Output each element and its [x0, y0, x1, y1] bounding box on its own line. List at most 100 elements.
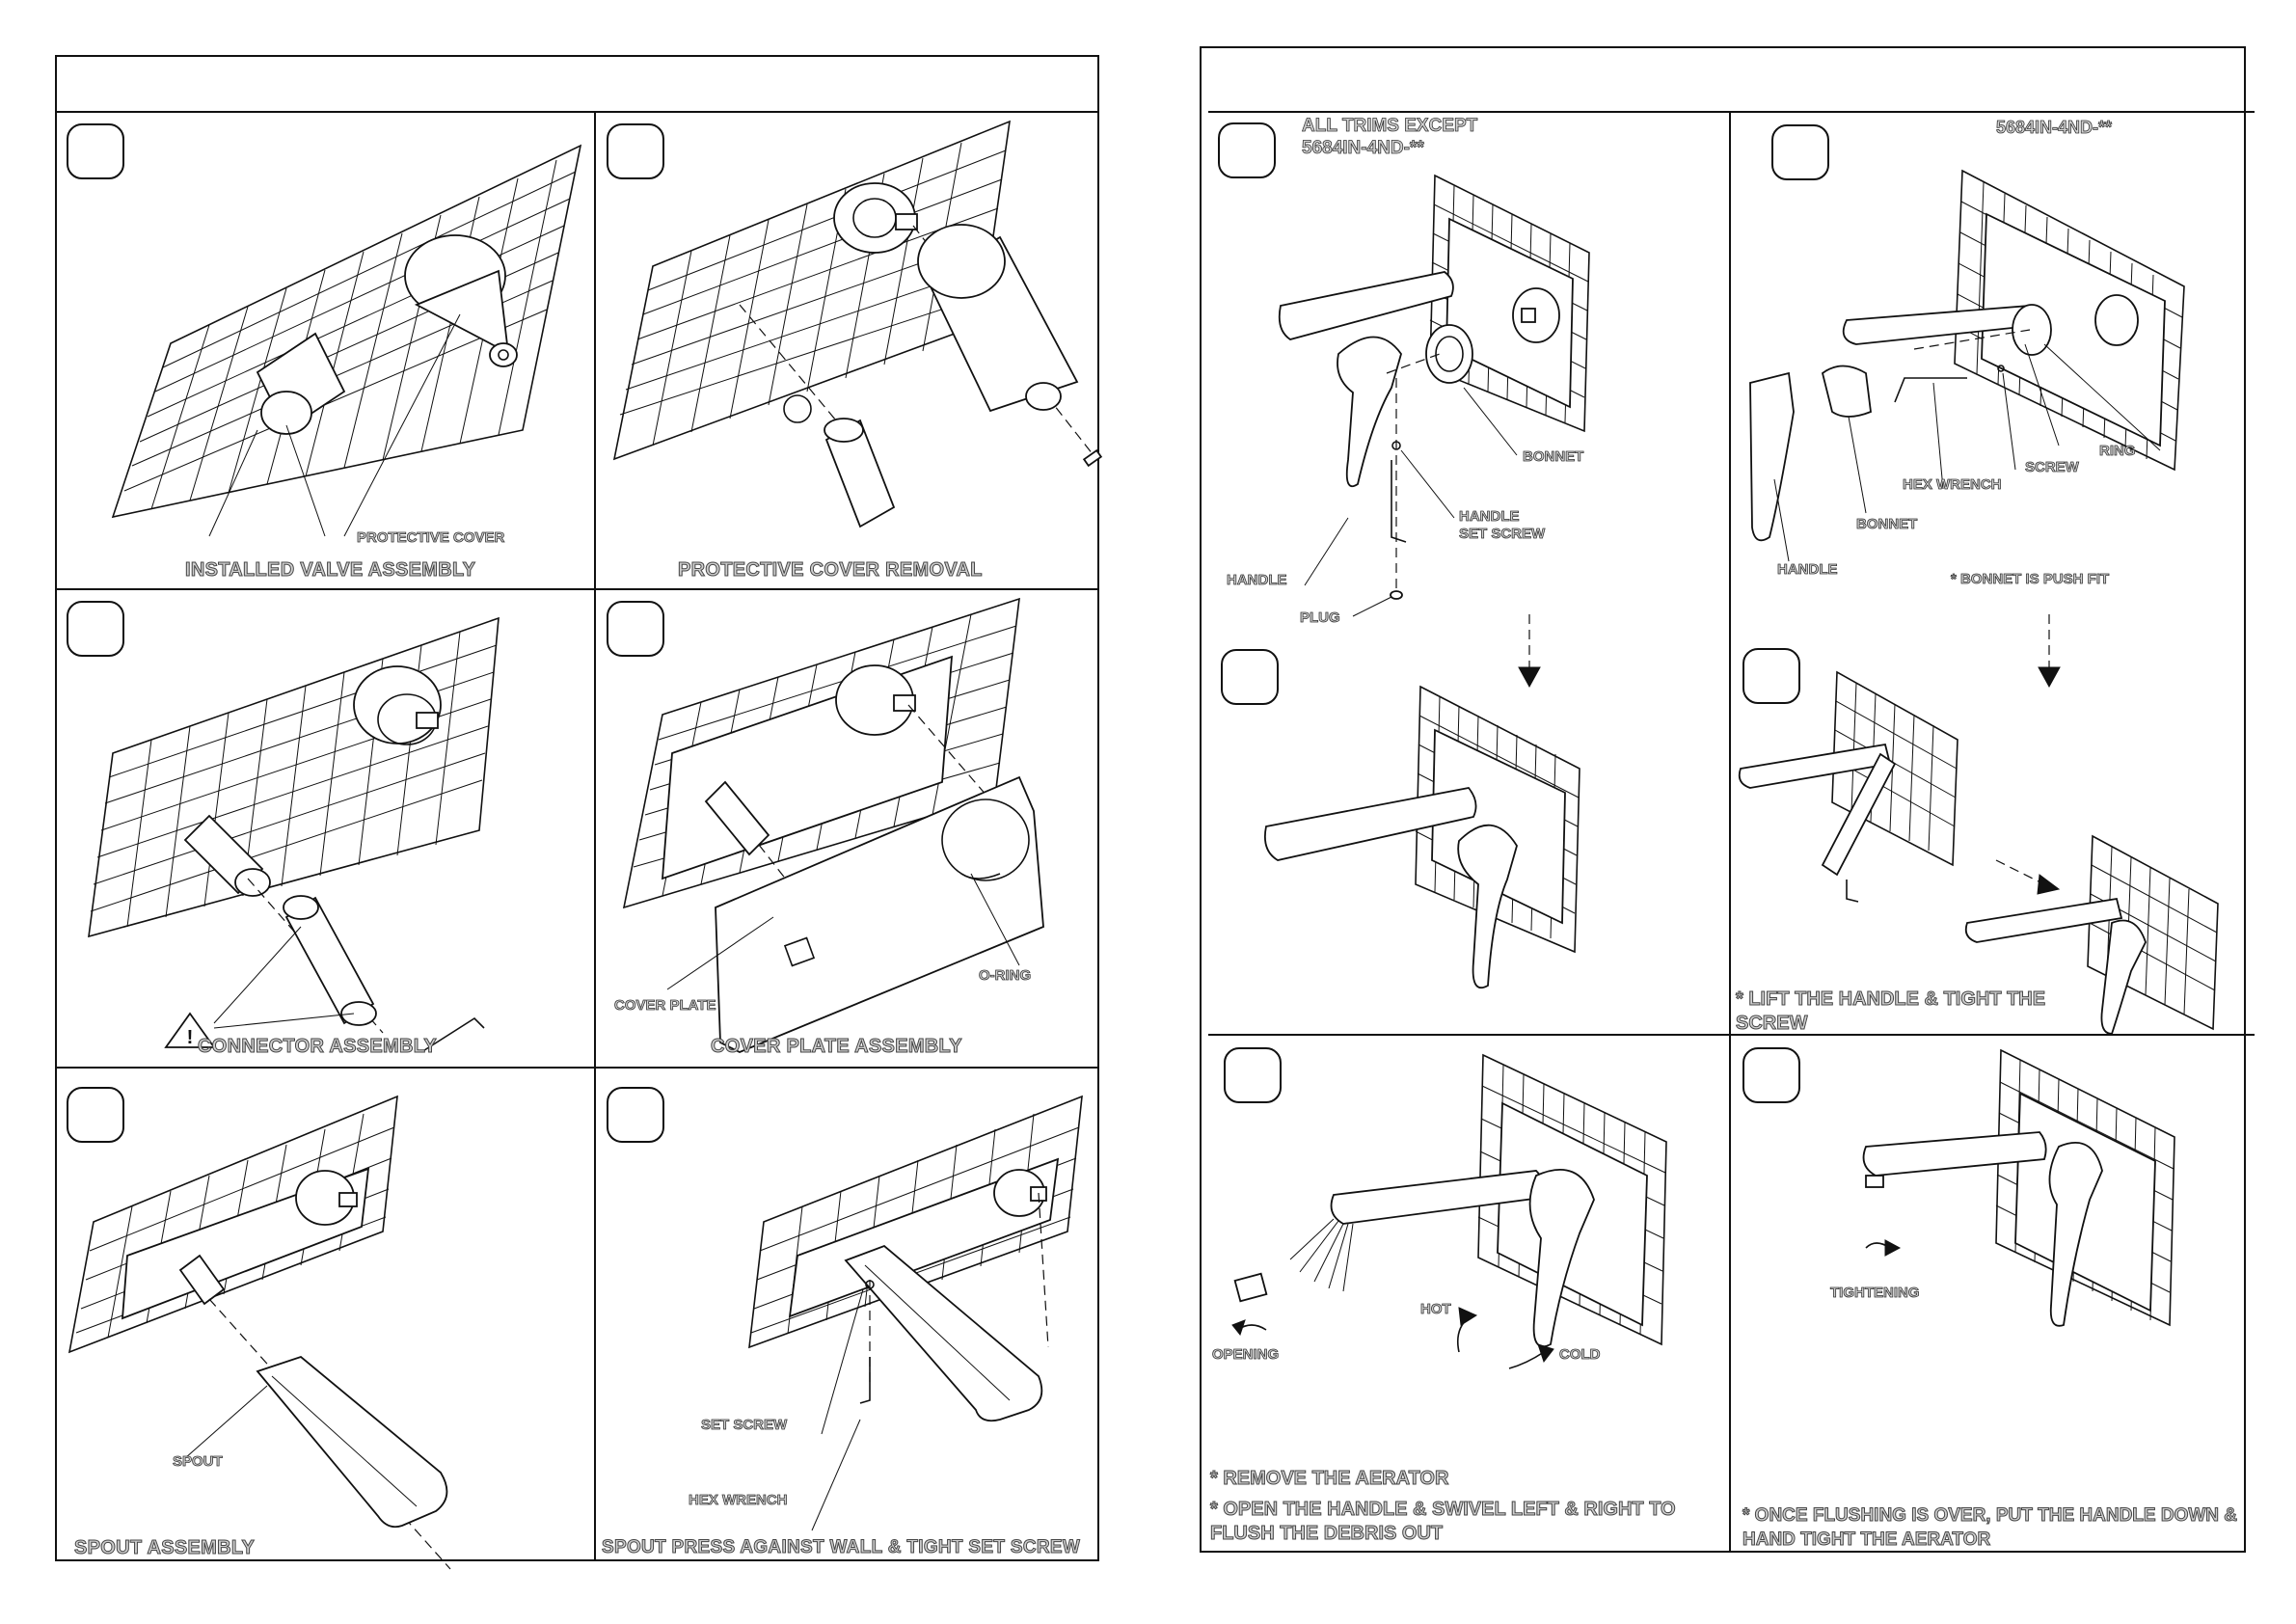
callout-handle-set-screw-line2: SET SCREW	[1459, 526, 1546, 543]
heading-all-trims-except: ALL TRIMS EXCEPT	[1302, 116, 1478, 137]
valve-body	[295, 1170, 358, 1226]
spout-upper	[1842, 305, 2041, 345]
hex-wrench-lower	[1846, 880, 1859, 903]
cover-plate-upper	[1981, 212, 2166, 447]
note-remove-aerator: * REMOVE THE AERATOR	[1209, 1468, 1449, 1490]
spout-assembly-illustration	[68, 1095, 451, 1570]
heading-model-code: 5684IN-4ND-**	[1302, 138, 1425, 159]
aerator	[1233, 1272, 1268, 1303]
valve-body	[353, 665, 442, 745]
handle-install-illustration	[1263, 174, 1590, 989]
callout-opening: OPENING	[1212, 1346, 1280, 1364]
spout	[256, 1355, 448, 1529]
step-number-box-upper	[1771, 124, 1829, 180]
tile-wall	[88, 616, 500, 938]
installed-valve-illustration	[111, 144, 582, 537]
panel-installed-valve: PROTECTIVE COVER INSTALLED VALVE ASSEMBL…	[55, 112, 595, 588]
faucet-lifted	[1738, 743, 1897, 877]
callout-hex-wrench: HEX WRENCH	[689, 1492, 788, 1509]
left-sheet-header-band	[55, 55, 1099, 113]
handle-upper	[1337, 336, 1402, 488]
right-grid-hline-top	[1208, 111, 2255, 113]
panel-spout-press-and-tighten: SET SCREW HEX WRENCH SPOUT PRESS AGAINST…	[595, 1068, 1099, 1561]
valve-body	[835, 664, 916, 736]
set-screw	[865, 1280, 875, 1289]
callout-handle: HANDLE	[1777, 561, 1838, 579]
callout-spout: SPOUT	[173, 1453, 223, 1471]
water-spray	[1289, 1218, 1354, 1292]
cover-plate	[715, 775, 1044, 1053]
caption-spout-press-against-wall: SPOUT PRESS AGAINST WALL & TIGHT SET SCR…	[601, 1537, 1081, 1558]
left-instruction-sheet	[55, 55, 1099, 1561]
cover-plate-upper	[1445, 217, 1574, 409]
connector-removed	[824, 418, 896, 528]
hex-wrench	[1894, 377, 1967, 403]
caption-spout-assembly: SPOUT ASSEMBLY	[73, 1537, 256, 1559]
callout-hex-wrench: HEX WRENCH	[1903, 476, 2002, 494]
step-number-box	[67, 601, 124, 657]
connector-assembly-illustration: !	[88, 616, 500, 1053]
step-number-box	[1742, 1047, 1800, 1103]
callout-bonnet: BONNET	[1523, 448, 1584, 466]
panel-handle-install-standard: ALL TRIMS EXCEPT 5684IN-4ND-**	[1208, 113, 1729, 1034]
handle	[1528, 1168, 1595, 1348]
panel-handle-install-variant: 5684IN-4ND-**	[1731, 113, 2252, 1035]
panel-connector-assembly: ! CONNECTOR ASSEMBLY	[55, 589, 595, 1067]
valve-cartridge	[833, 182, 918, 254]
callout-plug: PLUG	[1300, 609, 1340, 627]
protective-cover-removed	[917, 224, 1079, 413]
callout-cover-plate: COVER PLATE	[614, 997, 716, 1015]
caption-connector-assembly: CONNECTOR ASSEMBLY	[197, 1036, 438, 1058]
valve-upper	[2094, 294, 2139, 346]
note-once-flushing-is-over: * ONCE FLUSHING IS OVER, PUT THE HANDLE …	[1742, 1505, 2238, 1551]
connector-stub	[178, 1254, 226, 1306]
hex-wrench-upper	[1391, 460, 1407, 543]
step-number-box-lower	[1221, 649, 1279, 705]
callout-o-ring: O-RING	[979, 967, 1032, 985]
protective-cover-cone	[404, 234, 518, 367]
flush-illustration	[1231, 1053, 1667, 1369]
callout-handle-set-screw-line1: HANDLE	[1459, 508, 1520, 526]
step-number-box	[607, 601, 664, 657]
handle-separate	[1749, 371, 1795, 542]
hex-wrench	[859, 1357, 871, 1404]
caption-installed-valve-assembly: INSTALLED VALVE ASSEMBLY	[184, 559, 476, 582]
panel-tighten-aerator: TIGHTENING * ONCE FLUSHING IS OVER, PUT …	[1731, 1036, 2252, 1553]
note-open-handle-and-flush: * OPEN THE HANDLE & SWIVEL LEFT & RIGHT …	[1210, 1499, 1677, 1545]
connector-threaded	[183, 814, 271, 897]
valve-upper	[1512, 287, 1560, 343]
spout	[1862, 1131, 2047, 1177]
callout-protective-cover: PROTECTIVE COVER	[357, 529, 505, 547]
step-number-box	[607, 123, 664, 179]
handle-lower	[1457, 824, 1518, 989]
variant-handle-illustration	[1738, 169, 2219, 1035]
handle	[2048, 1142, 2103, 1327]
cover-plate-illustration	[622, 597, 1044, 1053]
callout-screw: SCREW	[2025, 459, 2080, 476]
caption-protective-cover-removal: PROTECTIVE COVER REMOVAL	[678, 559, 983, 582]
heading-variant-model-code: 5684IN-4ND-**	[1996, 118, 2113, 138]
step-number-box-upper	[1218, 122, 1276, 178]
connector-stub	[256, 332, 346, 435]
callout-handle: HANDLE	[1227, 572, 1287, 589]
warning-symbol: !	[187, 1027, 194, 1048]
tile-wall	[111, 144, 582, 519]
callout-hot: HOT	[1420, 1301, 1451, 1318]
tighten-aerator-illustration	[1862, 1048, 2175, 1327]
step-number-box	[67, 1087, 124, 1143]
caption-cover-plate-assembly: COVER PLATE ASSEMBLY	[711, 1036, 963, 1058]
left-grid-hline-1	[55, 588, 1099, 590]
step-number-box	[67, 123, 124, 179]
right-grid-vline	[1729, 111, 1731, 1553]
screw-small	[1082, 448, 1103, 468]
bonnet	[1821, 365, 1872, 418]
spout-upper	[1278, 271, 1454, 340]
cover-removal-illustration	[612, 120, 1103, 528]
extension-sleeve	[283, 895, 377, 1026]
note-lift-handle: * LIFT THE HANDLE & TIGHT THE SCREW	[1736, 988, 2046, 1035]
connector-stub	[704, 780, 770, 856]
warning-triangle	[164, 1012, 216, 1048]
step-number-box	[1224, 1047, 1282, 1103]
faucet-final	[1964, 897, 2147, 1035]
cold-arrow	[1508, 1351, 1545, 1369]
